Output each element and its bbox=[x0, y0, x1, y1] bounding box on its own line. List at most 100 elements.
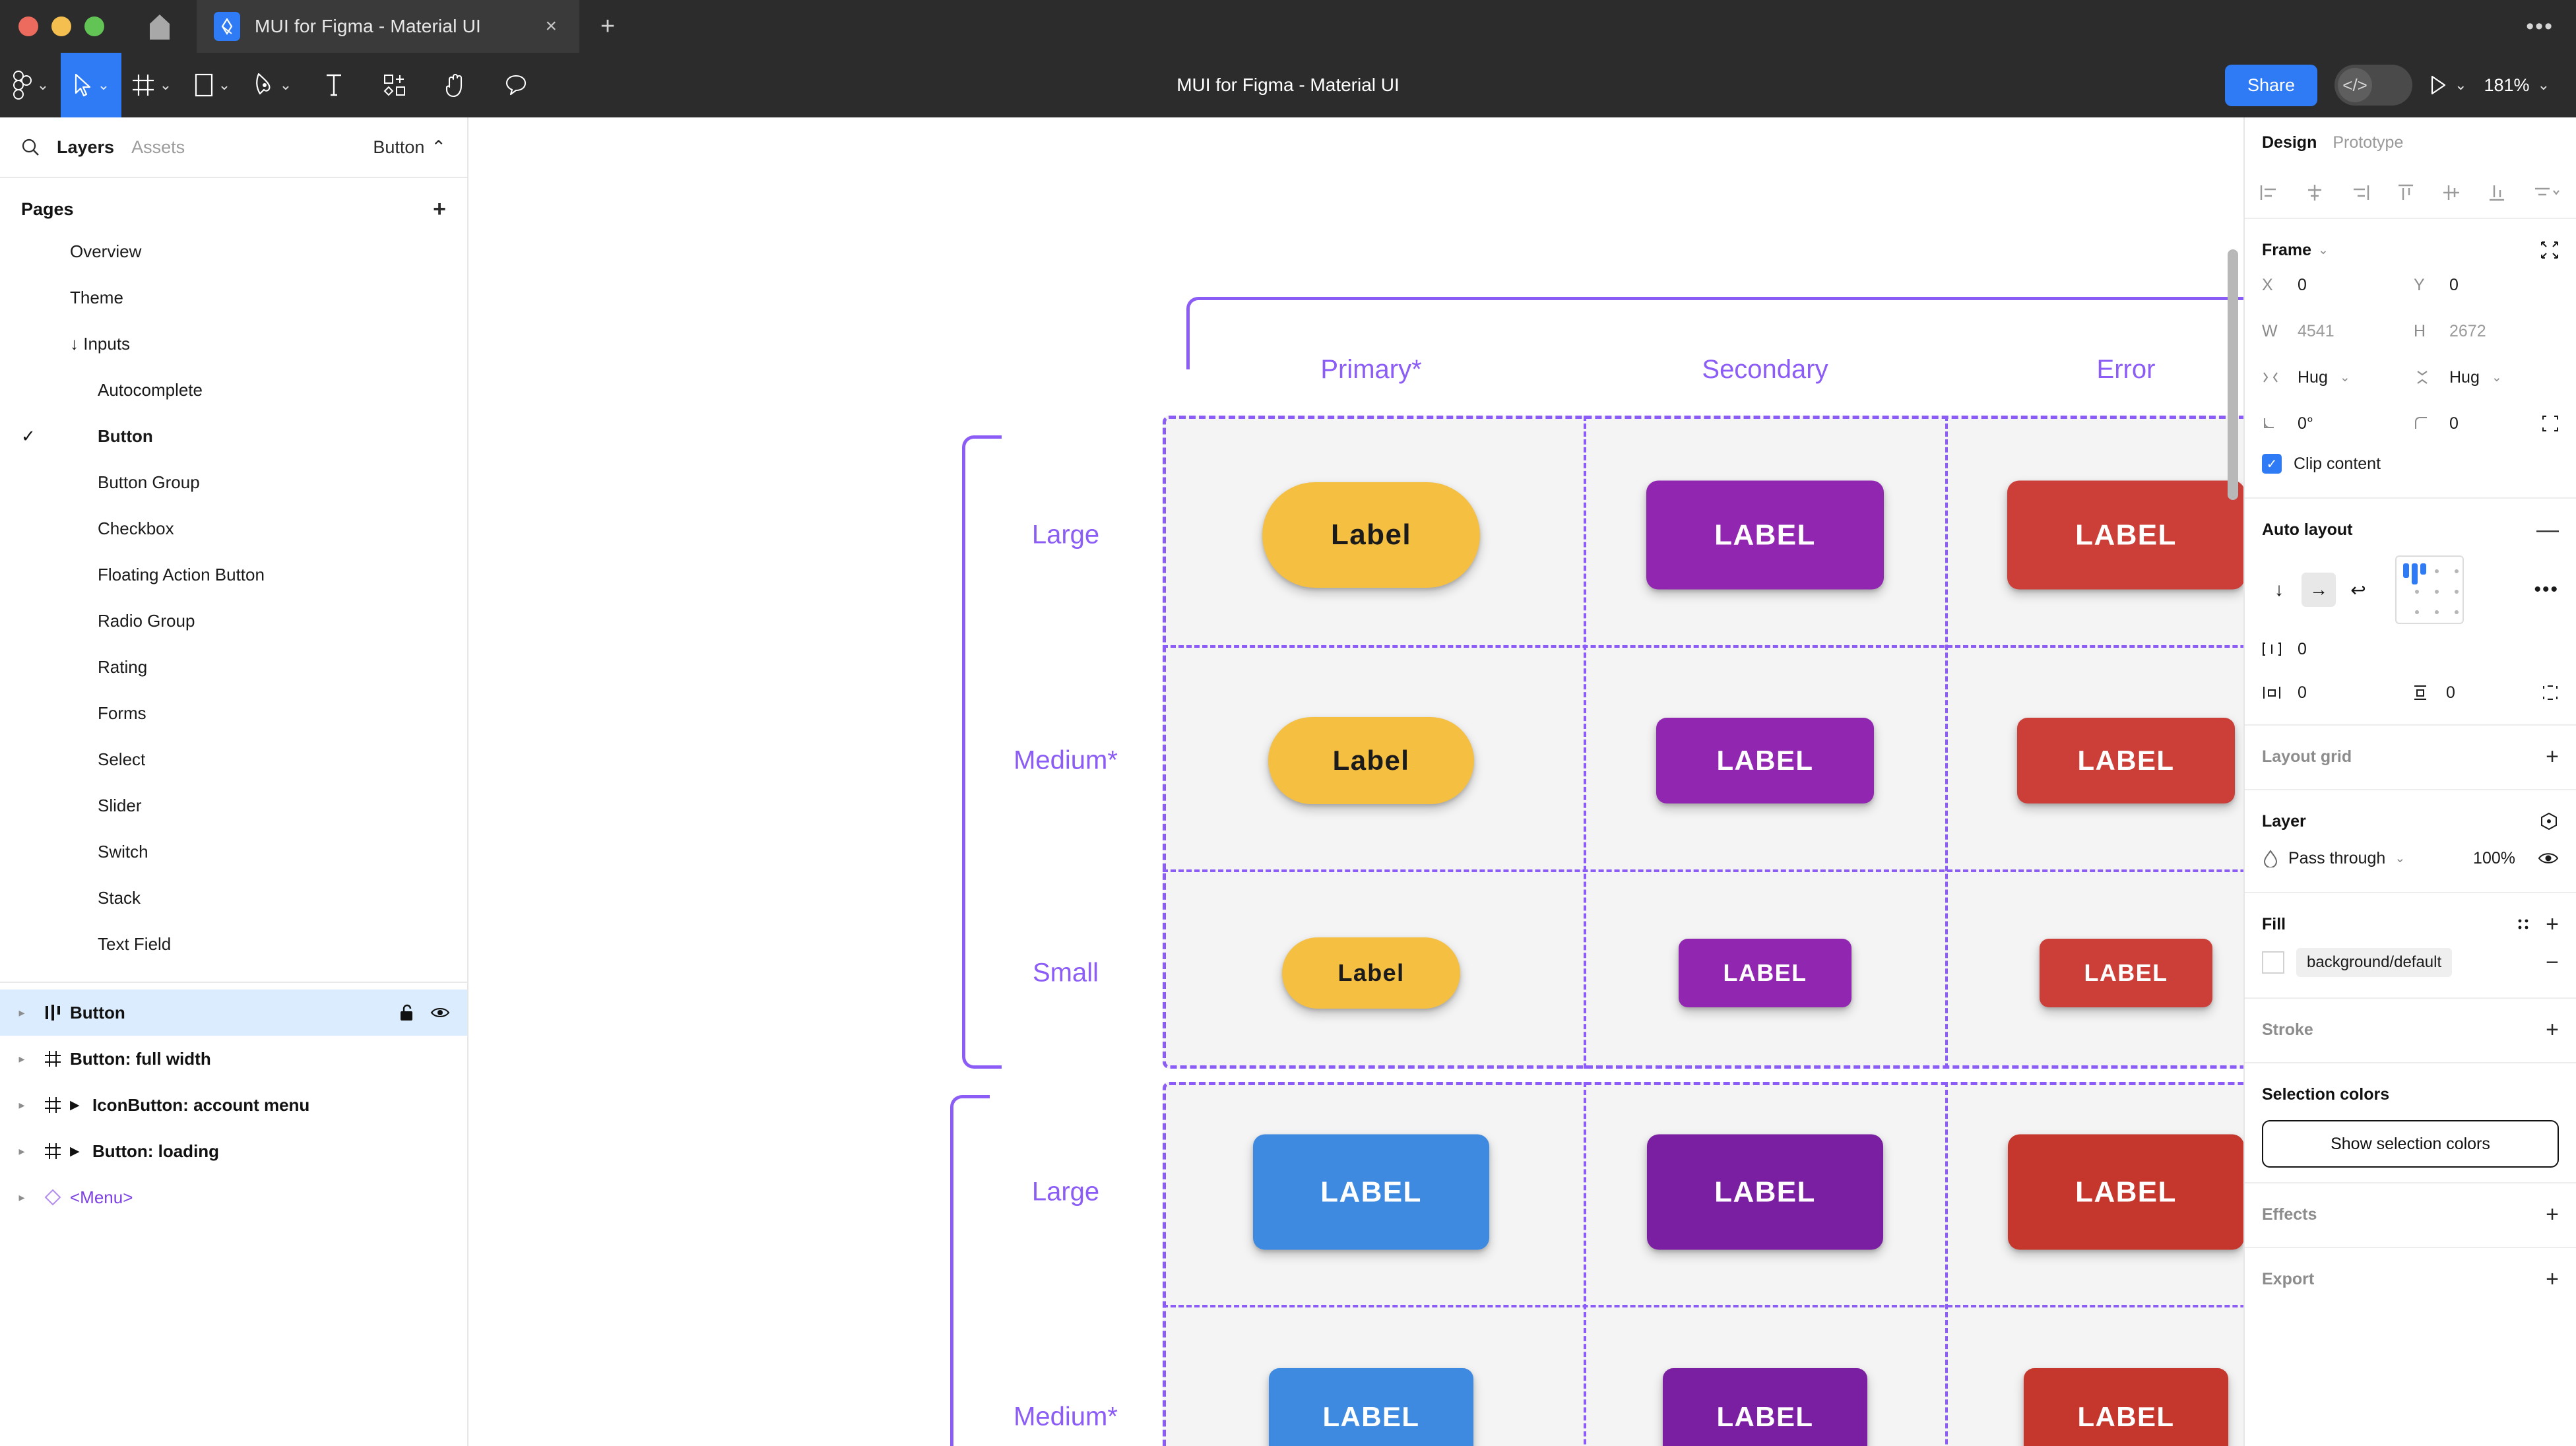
direction-horizontal-button[interactable]: → bbox=[2302, 573, 2336, 607]
auto-layout-alignment-picker[interactable] bbox=[2395, 555, 2464, 624]
auto-layout-more-button[interactable]: ••• bbox=[2534, 579, 2559, 600]
width-field[interactable]: W 4541 bbox=[2262, 314, 2407, 348]
figma-canvas[interactable]: Contained Primary*SecondaryErrorWarning … bbox=[468, 117, 2243, 1446]
page-item-overview[interactable]: Overview bbox=[0, 228, 467, 274]
align-vertical-center-icon[interactable] bbox=[2441, 183, 2461, 203]
horizontal-resizing-select[interactable]: Hug ⌄ bbox=[2262, 360, 2407, 394]
hand-tool-button[interactable] bbox=[425, 53, 486, 117]
page-item-checkbox[interactable]: Checkbox bbox=[0, 505, 467, 551]
distribute-icon[interactable] bbox=[2532, 183, 2561, 203]
layer-styles-icon[interactable] bbox=[2539, 811, 2559, 831]
individual-padding-button[interactable] bbox=[2542, 684, 2559, 701]
page-item-forms[interactable]: Forms bbox=[0, 690, 467, 736]
expand-caret-icon[interactable]: ▸ bbox=[18, 1052, 25, 1065]
expand-caret-icon[interactable]: ▸ bbox=[18, 1098, 25, 1112]
eye-icon[interactable] bbox=[430, 1005, 450, 1020]
canvas-button[interactable]: Label bbox=[1282, 937, 1460, 1009]
padding-horizontal-field[interactable]: 0 bbox=[2262, 676, 2410, 710]
frame-tool-button[interactable]: ⌄ bbox=[121, 53, 182, 117]
canvas-button[interactable]: LABEL bbox=[1663, 1368, 1867, 1446]
padding-vertical-field[interactable]: 0 bbox=[2410, 676, 2559, 710]
page-item-stack[interactable]: Stack bbox=[0, 875, 467, 921]
pen-tool-button[interactable]: ⌄ bbox=[243, 53, 304, 117]
move-tool-button[interactable]: ⌄ bbox=[61, 53, 121, 117]
share-button[interactable]: Share bbox=[2225, 64, 2318, 106]
close-icon[interactable]: × bbox=[545, 15, 557, 37]
zoom-level-menu[interactable]: 181% ⌄ bbox=[2484, 75, 2550, 96]
fill-color-swatch[interactable] bbox=[2262, 951, 2284, 974]
browser-tab[interactable]: MUI for Figma - Material UI × bbox=[197, 0, 579, 53]
height-field[interactable]: H 2672 bbox=[2414, 314, 2559, 348]
fill-style-name[interactable]: background/default bbox=[2296, 948, 2453, 977]
text-tool-button[interactable] bbox=[304, 53, 364, 117]
direction-vertical-button[interactable]: ↓ bbox=[2274, 579, 2284, 600]
comment-tool-button[interactable] bbox=[486, 53, 546, 117]
browser-menu-icon[interactable]: ••• bbox=[2526, 13, 2554, 39]
expand-caret-icon[interactable]: ▸ bbox=[18, 1190, 25, 1204]
page-item-floating-action-button[interactable]: Floating Action Button bbox=[0, 551, 467, 598]
resize-to-fit-button[interactable] bbox=[2540, 241, 2559, 259]
figma-menu-button[interactable]: ⌄ bbox=[0, 53, 61, 117]
canvas-button[interactable]: Label bbox=[1268, 717, 1474, 804]
canvas-button[interactable]: LABEL bbox=[1679, 939, 1852, 1007]
add-stroke-button[interactable]: + bbox=[2546, 1017, 2559, 1042]
unlock-icon[interactable] bbox=[399, 1003, 414, 1022]
add-layout-grid-button[interactable]: + bbox=[2546, 744, 2559, 769]
clip-content-row[interactable]: ✓ Clip content bbox=[2262, 445, 2559, 483]
remove-auto-layout-button[interactable]: — bbox=[2536, 517, 2559, 542]
shape-tool-button[interactable]: ⌄ bbox=[182, 53, 243, 117]
page-item-radio-group[interactable]: Radio Group bbox=[0, 598, 467, 644]
canvas-scrollbar[interactable] bbox=[2228, 249, 2238, 500]
clip-content-checkbox[interactable]: ✓ bbox=[2262, 454, 2282, 474]
show-selection-colors-button[interactable]: Show selection colors bbox=[2262, 1120, 2559, 1168]
blend-mode-row[interactable]: Pass through ⌄ 100% bbox=[2262, 839, 2559, 877]
independent-corners-button[interactable] bbox=[2542, 415, 2559, 432]
canvas-button[interactable]: LABEL bbox=[2008, 1134, 2243, 1250]
canvas-button[interactable]: LABEL bbox=[1646, 480, 1884, 590]
align-top-icon[interactable] bbox=[2396, 183, 2416, 203]
resources-tool-button[interactable] bbox=[364, 53, 425, 117]
tab-prototype[interactable]: Prototype bbox=[2333, 133, 2404, 152]
canvas-button[interactable]: LABEL bbox=[1647, 1134, 1883, 1250]
layer-row[interactable]: ▸▶Button: loading bbox=[0, 1128, 467, 1174]
tab-layers[interactable]: Layers bbox=[57, 137, 115, 157]
x-field[interactable]: X 0 bbox=[2262, 268, 2407, 302]
layer-expand-arrow-icon[interactable]: ▶ bbox=[70, 1098, 80, 1112]
canvas-button[interactable]: LABEL bbox=[2024, 1368, 2228, 1446]
page-item-rating[interactable]: Rating bbox=[0, 644, 467, 690]
expand-caret-icon[interactable]: ▸ bbox=[18, 1005, 25, 1019]
layer-row[interactable]: ▸<Menu> bbox=[0, 1174, 467, 1220]
layer-row[interactable]: ▸Button: full width bbox=[0, 1036, 467, 1082]
add-export-button[interactable]: + bbox=[2546, 1267, 2559, 1292]
close-window-button[interactable] bbox=[18, 16, 38, 36]
rotation-field[interactable]: 0° bbox=[2262, 406, 2407, 441]
corner-radius-field[interactable]: 0 bbox=[2414, 406, 2559, 441]
tab-assets[interactable]: Assets bbox=[131, 137, 185, 157]
gap-field[interactable]: 0 bbox=[2262, 632, 2410, 666]
canvas-button[interactable]: LABEL bbox=[2007, 480, 2243, 590]
canvas-button[interactable]: LABEL bbox=[2017, 718, 2235, 803]
opacity-value[interactable]: 100% bbox=[2473, 848, 2515, 867]
new-tab-button[interactable]: + bbox=[600, 13, 616, 40]
dev-mode-toggle[interactable]: </> bbox=[2334, 65, 2413, 106]
align-left-icon[interactable] bbox=[2259, 183, 2279, 203]
minimize-window-button[interactable] bbox=[51, 16, 71, 36]
canvas-button[interactable]: LABEL bbox=[1656, 718, 1874, 803]
align-horizontal-center-icon[interactable] bbox=[2305, 183, 2325, 203]
expand-caret-icon[interactable]: ▸ bbox=[18, 1144, 25, 1158]
add-effect-button[interactable]: + bbox=[2546, 1202, 2559, 1227]
page-item-inputs[interactable]: ↓ Inputs bbox=[0, 321, 467, 367]
chevron-down-icon[interactable]: ⌄ bbox=[2318, 243, 2329, 257]
y-field[interactable]: Y 0 bbox=[2414, 268, 2559, 302]
page-item-select[interactable]: Select bbox=[0, 736, 467, 782]
page-item-autocomplete[interactable]: Autocomplete bbox=[0, 367, 467, 413]
page-item-switch[interactable]: Switch bbox=[0, 829, 467, 875]
align-bottom-icon[interactable] bbox=[2487, 183, 2507, 203]
layer-expand-arrow-icon[interactable]: ▶ bbox=[70, 1144, 80, 1158]
page-item-slider[interactable]: Slider bbox=[0, 782, 467, 829]
maximize-window-button[interactable] bbox=[84, 16, 104, 36]
layer-row[interactable]: ▸Button bbox=[0, 990, 467, 1036]
canvas-button[interactable]: LABEL bbox=[2040, 939, 2212, 1007]
eye-icon[interactable] bbox=[2538, 850, 2559, 866]
add-page-button[interactable]: + bbox=[433, 197, 446, 222]
